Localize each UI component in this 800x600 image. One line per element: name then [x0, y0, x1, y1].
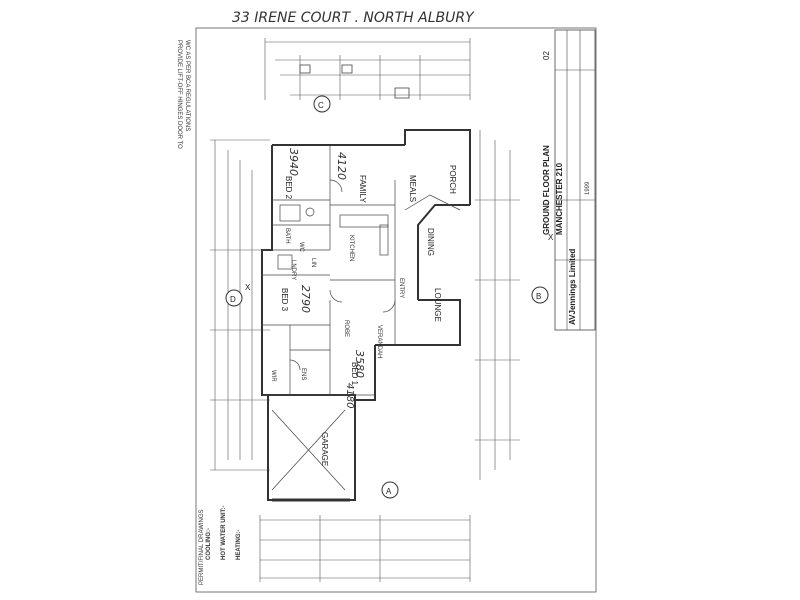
- section-marker-a: A: [381, 481, 399, 499]
- handwritten-dimension-1: 3940: [287, 148, 300, 176]
- svg-text:D: D: [230, 295, 236, 304]
- room-bed-3: BED 3: [280, 288, 289, 312]
- title-block: GROUND FLOOR PLAN MANCHESTER 210 AVJenni…: [542, 29, 596, 331]
- title-block-model: MANCHESTER 210: [555, 162, 564, 235]
- section-line-x-right: X: [548, 233, 554, 242]
- right-dimension-chains: [475, 130, 520, 480]
- note-cooling: COOLING:-: [206, 528, 212, 560]
- room-robe: ROBE: [343, 320, 349, 337]
- left-dimension-chains: [210, 139, 270, 471]
- svg-text:C: C: [318, 101, 324, 110]
- handwritten-dimension-4: 3580: [353, 350, 366, 378]
- handwritten-dimension-2: 4120: [335, 152, 348, 180]
- room-porch: PORCH: [448, 165, 457, 194]
- bottom-dimension-chains: [259, 515, 471, 582]
- handwritten-dimension-3: 2790: [299, 285, 312, 313]
- building-walls: [261, 129, 471, 502]
- room-bath: BATH: [284, 228, 290, 244]
- room-kitchen: KITCHEN: [348, 235, 354, 261]
- room-wc: WC: [298, 242, 304, 253]
- title-block-builder: AVJennings Limited: [568, 249, 577, 325]
- room-garage: GARAGE: [320, 432, 329, 466]
- room-verandah: VERANDAH: [376, 325, 382, 358]
- room-entry: ENTRY: [398, 278, 404, 298]
- svg-text:A: A: [386, 487, 392, 496]
- section-marker-d: D: [225, 289, 243, 307]
- side-note-line-2: WC AS PER BCA REGULATIONS: [184, 40, 190, 131]
- room-ensuite: ENS: [300, 368, 306, 380]
- left-margin-label: PERMIT/FINAL DRAWINGS: [199, 509, 205, 585]
- room-dining: DINING: [426, 228, 435, 256]
- address-heading: 33 IRENE COURT . NORTH ALBURY: [232, 10, 475, 26]
- room-bed-2: BED 2: [284, 176, 293, 200]
- garage-outline: [267, 394, 356, 501]
- handwritten-dimension-5: 4180: [344, 383, 355, 408]
- section-marker-b: B: [531, 286, 549, 304]
- note-heating: HEATING:-: [236, 529, 242, 560]
- title-block-title: GROUND FLOOR PLAN: [542, 145, 551, 235]
- room-bed-1: BED 1: [350, 362, 359, 386]
- note-hot-water: HOT WATER UNIT:-: [221, 505, 227, 560]
- section-line-x-left: X: [245, 283, 251, 292]
- section-marker-c: C: [313, 95, 331, 113]
- room-laundry: LNDRY: [290, 260, 296, 280]
- room-linen: LIN: [310, 258, 316, 267]
- title-block-year: 1999: [585, 181, 591, 195]
- drawing-frame: [195, 27, 597, 593]
- side-note-line-1: PROVIDE LIFT-OFF HINGES DOOR TO: [176, 40, 182, 149]
- room-family: FAMILY: [358, 175, 367, 204]
- room-meals: MEALS: [408, 175, 417, 202]
- title-block-sheet-number: 02: [542, 51, 551, 60]
- svg-text:B: B: [536, 292, 541, 301]
- room-lounge: LOUNGE: [433, 288, 442, 322]
- top-dimension-chains: [264, 38, 471, 100]
- room-wir: WIR: [270, 370, 276, 382]
